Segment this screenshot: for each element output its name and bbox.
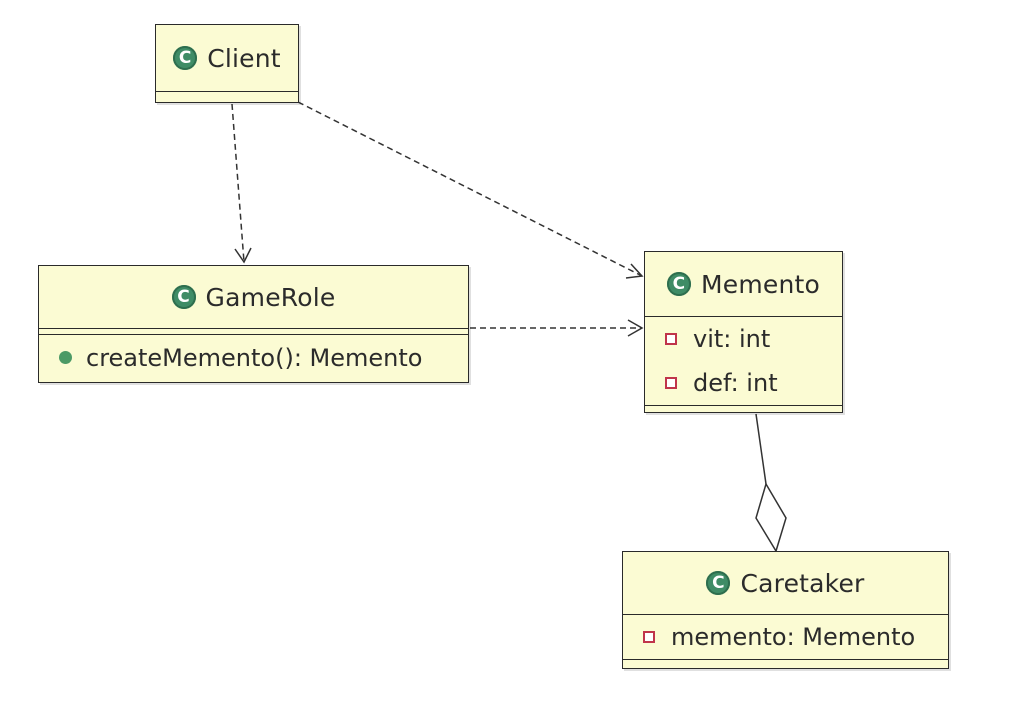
caretaker-class-header: C Caretaker [623,552,948,614]
client-class-name: Client [207,43,281,73]
aggregation-diamond [755,482,787,553]
method-signature: createMemento(): Memento [86,343,423,372]
method-row: createMemento(): Memento [39,335,468,380]
arrowhead-client-memento [625,263,644,279]
dependency-client-gamerole [231,103,245,263]
attribute-row: vit: int [645,317,842,361]
attribute-text: vit: int [693,325,771,353]
aggregation-memento-caretaker [755,413,767,485]
class-icon: C [706,571,731,595]
caretaker-attributes-compartment: memento: Memento [623,614,948,659]
gamerole-methods-compartment: createMemento(): Memento [39,334,468,380]
attribute-row: def: int [645,361,842,405]
class-icon: C [171,285,196,309]
caretaker-class[interactable]: C Caretaker memento: Memento [622,551,949,669]
client-class-header: C Client [156,25,298,91]
memento-class[interactable]: C Memento vit: int def: int [644,251,843,413]
dependency-client-memento [297,101,643,277]
private-field-icon [665,377,677,389]
class-icon: C [666,272,691,296]
gamerole-class[interactable]: C GameRole createMemento(): Memento [38,265,469,383]
public-method-icon [59,351,72,364]
arrowhead-client-gamerole [234,247,252,264]
caretaker-class-name: Caretaker [740,568,865,598]
attribute-text: memento: Memento [671,623,916,651]
client-attributes-compartment [156,91,298,97]
memento-class-name: Memento [700,269,821,299]
gamerole-class-name: GameRole [205,282,336,312]
private-field-icon [665,333,677,345]
memento-methods-compartment [645,405,842,411]
memento-attributes-compartment: vit: int def: int [645,316,842,405]
class-icon: C [173,46,198,70]
attribute-text: def: int [693,369,778,397]
client-class[interactable]: C Client [155,24,299,103]
arrowhead-gamerole-memento [627,319,644,337]
memento-class-header: C Memento [645,252,842,316]
caretaker-methods-compartment [623,659,948,665]
gamerole-attributes-compartment [39,328,468,334]
attribute-row: memento: Memento [623,615,948,659]
gamerole-class-header: C GameRole [39,266,468,328]
private-field-icon [643,631,655,643]
